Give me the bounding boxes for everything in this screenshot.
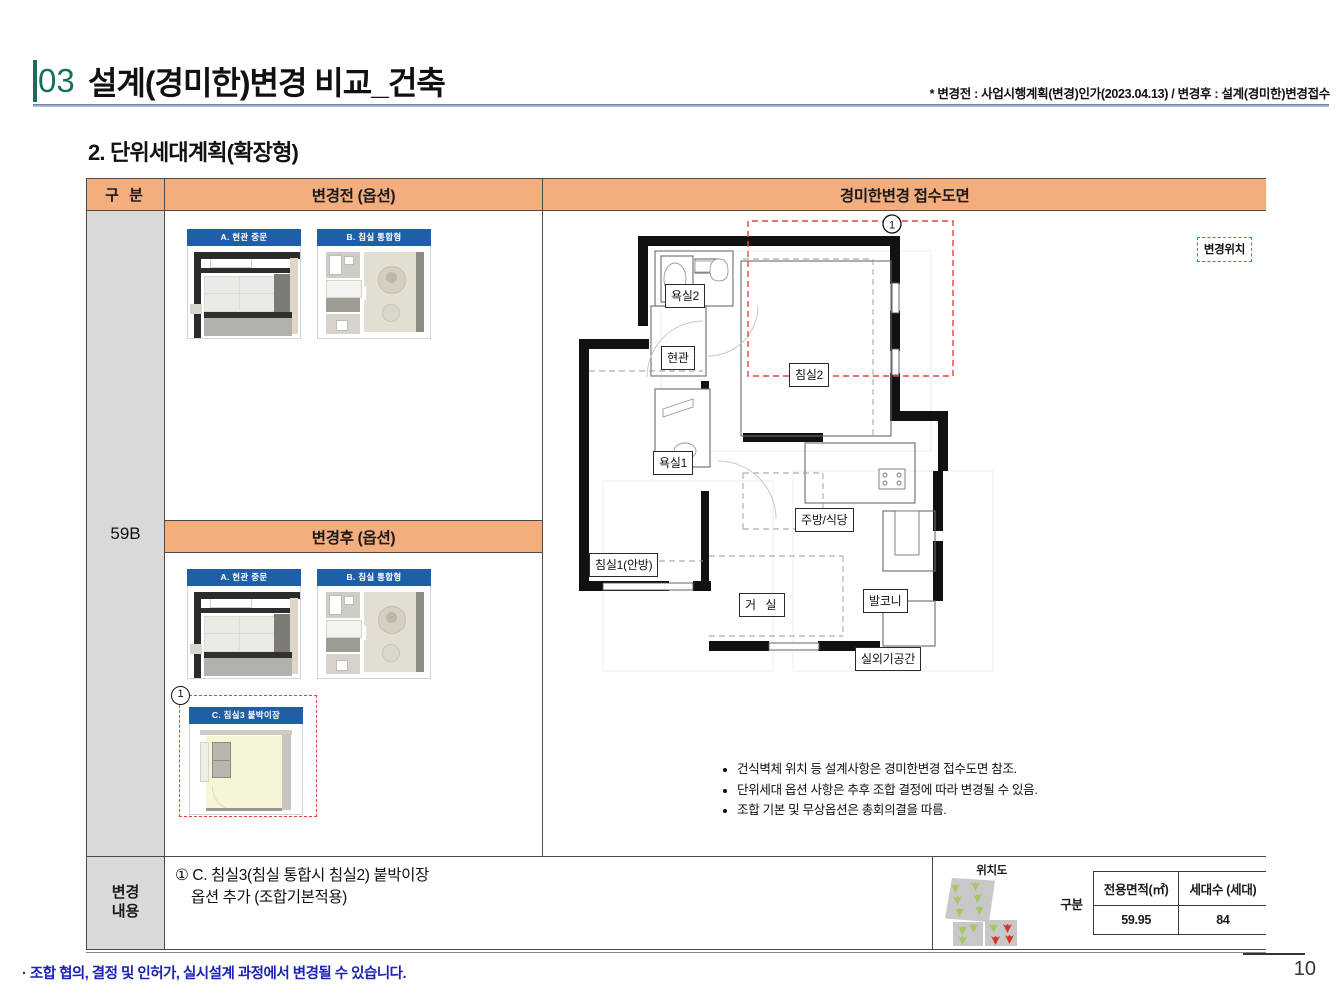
location-map-graphic bbox=[939, 878, 1035, 946]
room-label-living: 거 실 bbox=[739, 593, 786, 617]
location-map-block: 위치도 bbox=[933, 862, 1044, 946]
page-header: 03 설계(경미한)변경 비교_건축 * 변경전 : 사업시행계획(변경)인가(… bbox=[0, 0, 1344, 110]
option-thumbnail-entrance bbox=[187, 585, 301, 679]
plan-note-item: 단위세대 옵션 사항은 추후 조합 결정에 따라 변경될 수 있음. bbox=[737, 780, 1038, 801]
header-section-number: 03 bbox=[38, 62, 75, 99]
table-row: 구분 전용면적(㎡) 세대수 (세대) bbox=[1050, 871, 1267, 912]
area-table-value-area: 59.95 bbox=[1092, 905, 1179, 935]
plan-note-item: 조합 기본 및 무상옵션은 총회의결을 따름. bbox=[737, 800, 1038, 821]
room-label-balcony: 발코니 bbox=[863, 589, 908, 613]
change-content-body: ① C. 침실3(침실 통합시 침실2) 붙박이장 옵션 추가 (조합기본적용) bbox=[165, 857, 933, 949]
room-label-bedroom2: 침실2 bbox=[789, 363, 830, 387]
option-card-a-after[interactable]: A. 현관 중문 bbox=[187, 569, 301, 679]
area-table-col-area: 전용면적(㎡) bbox=[1092, 871, 1179, 906]
table-row: 59.95 84 bbox=[1050, 905, 1267, 935]
floor-plan-cell: 변경위치 bbox=[543, 211, 1267, 857]
option-card-c-wrapper[interactable]: 1 C. 침실3 붙박이장 bbox=[171, 686, 317, 817]
header-note: * 변경전 : 사업시행계획(변경)인가(2023.04.13) / 변경후 :… bbox=[929, 87, 1331, 101]
page-number: 10 bbox=[1293, 958, 1316, 980]
after-options-header: 변경후 (옵션) bbox=[165, 520, 543, 553]
change-label-line-1: 변경 bbox=[111, 884, 140, 902]
after-option-list: A. 현관 중문 B. 침실 통합형 bbox=[187, 569, 431, 679]
section-title: 2. 단위세대계획(확장형) bbox=[88, 140, 299, 165]
change-text-line-2: 옵션 추가 (조합기본적용) bbox=[191, 889, 347, 907]
svg-text:1: 1 bbox=[889, 220, 895, 232]
area-table-col-units: 세대수 (세대) bbox=[1178, 871, 1267, 906]
before-options-cell: A. 현관 중문 B. 침실 통합형 bbox=[165, 211, 543, 520]
comparison-table: 구 분 변경전 (옵션) 경미한변경 접수도면 59B A. 현관 중문 B. … bbox=[86, 178, 1267, 950]
unit-area-table: 구분 전용면적(㎡) 세대수 (세대) 59.95 84 bbox=[1050, 871, 1267, 935]
change-text-line-1: ① C. 침실3(침실 통합시 침실2) 붙박이장 bbox=[175, 867, 429, 884]
unit-info-cell: 위치도 구분 전 bbox=[933, 857, 1267, 949]
table-header-plan: 경미한변경 접수도면 bbox=[543, 179, 1267, 211]
before-option-list: A. 현관 중문 B. 침실 통합형 bbox=[187, 229, 431, 339]
callout-marker-1: 1 bbox=[171, 686, 190, 705]
page-number-rule bbox=[1243, 953, 1305, 955]
plan-note-item: 건식벽체 위치 등 설계사항은 경미한변경 접수도면 참조. bbox=[737, 759, 1038, 780]
unit-type-label: 59B bbox=[87, 211, 165, 857]
option-caption: C. 침실3 붙박이장 bbox=[189, 707, 303, 724]
option-card-b-after[interactable]: B. 침실 통합형 bbox=[317, 569, 431, 679]
room-label-outdoor-unit: 실외기공간 bbox=[855, 647, 922, 671]
change-highlight-outline bbox=[179, 695, 317, 817]
room-label-entrance: 현관 bbox=[661, 346, 695, 370]
change-location-badge: 변경위치 bbox=[1196, 237, 1252, 262]
option-caption: B. 침실 통합형 bbox=[317, 229, 431, 246]
after-options-cell: A. 현관 중문 B. 침실 통합형 bbox=[165, 553, 543, 857]
floor-plan-drawing: 변경위치 bbox=[543, 211, 1266, 856]
page-title: 설계(경미한)변경 비교_건축 bbox=[88, 65, 446, 101]
footer-note: · 조합 협의, 결정 및 인허가, 실시설계 과정에서 변경될 수 있습니다. bbox=[22, 966, 407, 982]
area-table-gubun: 구분 bbox=[1060, 897, 1083, 912]
option-card-a-before[interactable]: A. 현관 중문 bbox=[187, 229, 301, 339]
option-thumbnail-bedroom-merge bbox=[317, 585, 431, 679]
option-thumbnail-builtin-closet bbox=[189, 723, 303, 815]
area-table-value-units: 84 bbox=[1178, 905, 1267, 935]
change-content-label: 변경 내용 bbox=[87, 857, 165, 949]
option-card-b-before[interactable]: B. 침실 통합형 bbox=[317, 229, 431, 339]
room-label-kitchen: 주방/식당 bbox=[795, 508, 854, 532]
footer-divider bbox=[86, 952, 1266, 953]
location-map-title: 위치도 bbox=[976, 865, 1008, 877]
floor-plan-svg: 1 bbox=[579, 214, 994, 672]
option-thumbnail-bedroom-merge bbox=[317, 245, 431, 339]
room-label-bath1: 욕실1 bbox=[653, 451, 694, 475]
option-caption: B. 침실 통합형 bbox=[317, 569, 431, 586]
table-header-before: 변경전 (옵션) bbox=[165, 179, 543, 211]
option-card-c[interactable]: C. 침실3 붙박이장 bbox=[189, 707, 303, 815]
option-thumbnail-entrance bbox=[187, 245, 301, 339]
table-header-gubun: 구 분 bbox=[87, 179, 165, 211]
option-caption: A. 현관 중문 bbox=[187, 229, 301, 246]
change-label-line-2: 내용 bbox=[111, 903, 140, 920]
header-accent-bar bbox=[33, 60, 37, 102]
header-divider bbox=[33, 104, 1329, 107]
room-label-bath2: 욕실2 bbox=[665, 284, 706, 308]
plan-notes: 건식벽체 위치 등 설계사항은 경미한변경 접수도면 참조. 단위세대 옵션 사… bbox=[721, 759, 1038, 821]
option-caption: A. 현관 중문 bbox=[187, 569, 301, 586]
room-label-bedroom1: 침실1(안방) bbox=[589, 553, 659, 577]
